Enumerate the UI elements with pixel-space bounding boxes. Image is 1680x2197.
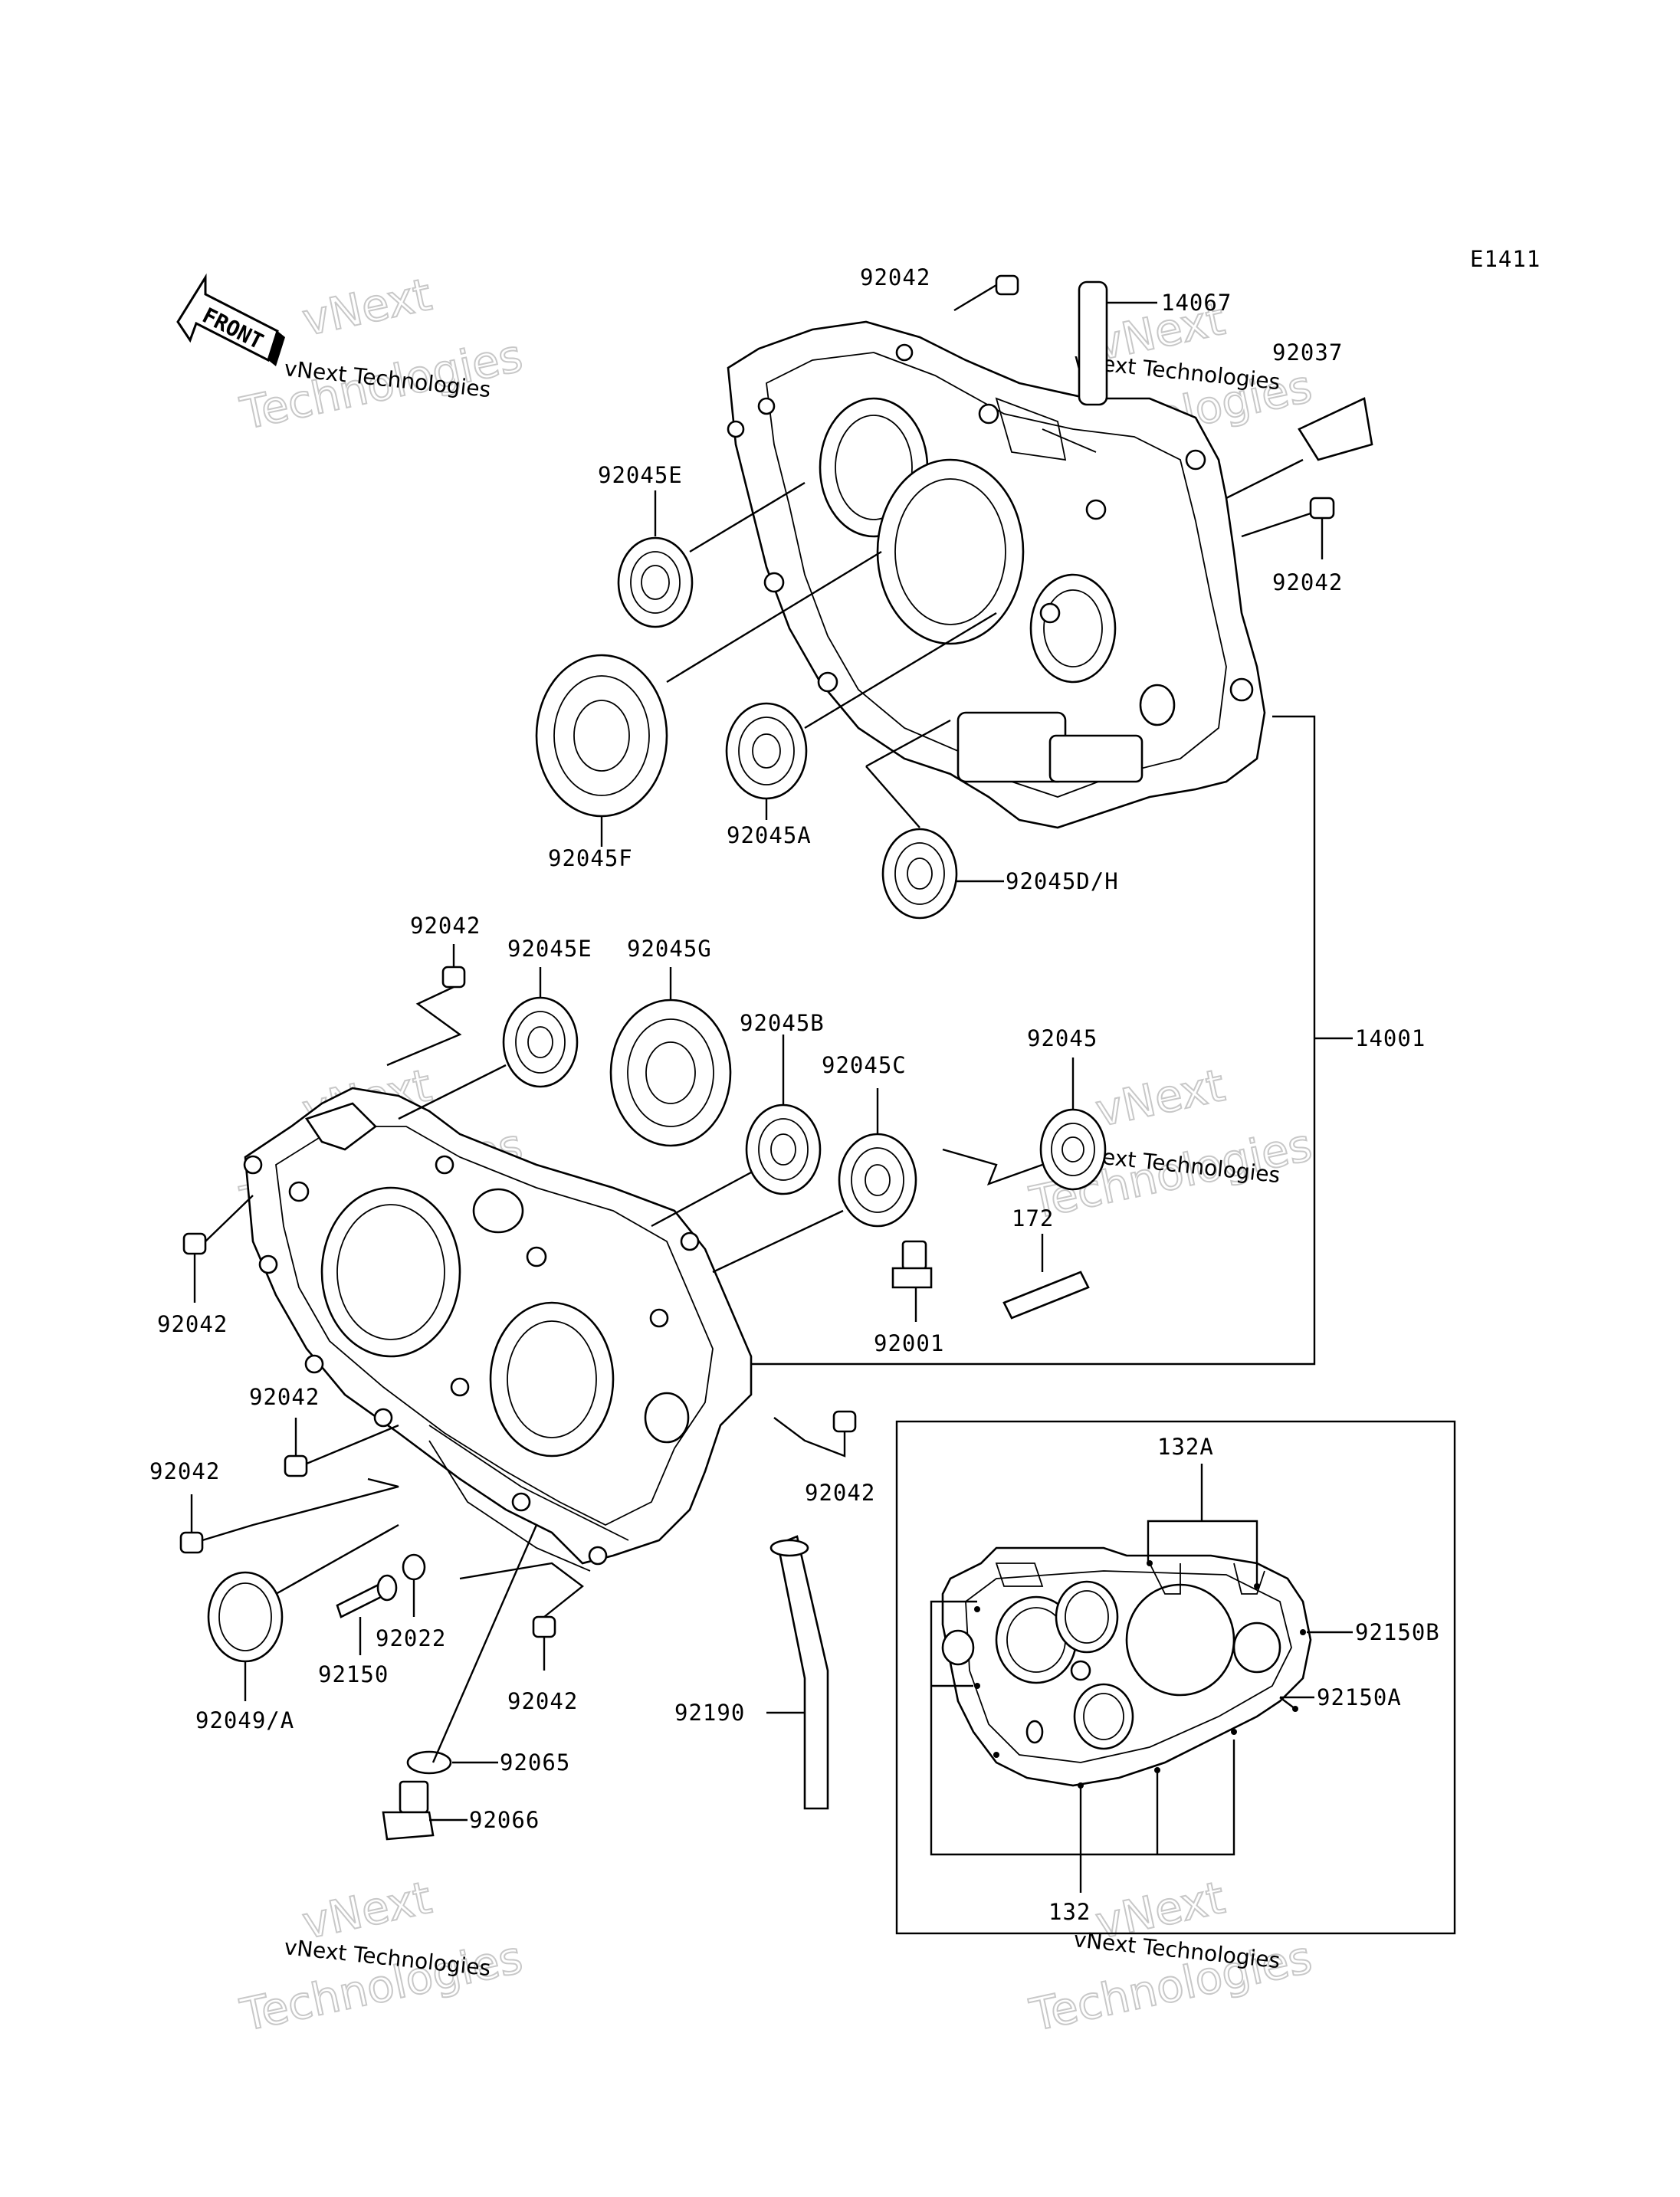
svg-text:vNext: vNext [1091, 1059, 1229, 1137]
bearing-92045B [745, 1103, 822, 1195]
oil-seal-92049A [207, 1571, 284, 1663]
label-92049A: 92049/A [195, 1707, 294, 1733]
leader-92037 [1226, 458, 1304, 500]
hose-92190 [769, 1535, 829, 1810]
label-92066: 92066 [469, 1807, 540, 1833]
left-crankcase-half [243, 1087, 753, 1572]
leader-92049A-b [275, 1523, 399, 1595]
bearing-92045G [609, 998, 732, 1147]
label-172: 172 [1012, 1205, 1054, 1231]
label-92190: 92190 [674, 1700, 745, 1726]
inset-box [895, 1420, 1456, 1935]
bearing-92045A [725, 702, 808, 800]
label-92042-l3: 92042 [149, 1458, 220, 1484]
dowel-92042-l2 [284, 1454, 308, 1477]
label-92150A: 92150A [1317, 1684, 1402, 1710]
leader-92045E-top-b [689, 481, 806, 553]
label-92045E-top: 92045E [598, 462, 683, 488]
label-92065: 92065 [500, 1749, 570, 1776]
label-92042-bot: 92042 [507, 1688, 578, 1714]
diagram-code: E1411 [1470, 246, 1541, 272]
leader-92042-r2 [773, 1417, 846, 1458]
leader-92150A-b [1279, 1697, 1296, 1710]
leader-92045F-b [666, 550, 882, 684]
leader-92065-b [431, 1524, 538, 1763]
label-92042-l2: 92042 [249, 1384, 320, 1410]
dowel-92042-left [182, 1232, 207, 1255]
label-14001: 14001 [1355, 1025, 1426, 1051]
label-92037: 92037 [1272, 339, 1343, 366]
label-92045C: 92045C [822, 1052, 907, 1078]
leader-92042-right-a [1241, 512, 1311, 538]
leader-92045-b [942, 1148, 1043, 1186]
leader-92042-l3-b [202, 1477, 399, 1542]
watermark-bottom-left: vNext Technologies vNext Technologies [235, 1871, 528, 2042]
leader-92042-top [953, 284, 997, 312]
dowel-92042-mid [441, 966, 466, 989]
label-92045E-mid: 92045E [507, 936, 592, 962]
label-92045G: 92045G [627, 936, 712, 962]
dowel-92042-l3 [179, 1531, 204, 1554]
label-92045B: 92045B [740, 1010, 825, 1036]
leader-92045E-mid-b [398, 1064, 507, 1120]
bearing-92045DH [881, 828, 958, 920]
bearing-92045E-mid [502, 996, 579, 1088]
leader-92042-mid-b [386, 985, 462, 1067]
stud-172 [1002, 1271, 1090, 1320]
label-92045: 92045 [1027, 1025, 1098, 1051]
dowel-92042-right [1309, 497, 1335, 520]
leader-92045DH-b [865, 766, 920, 828]
label-92001: 92001 [874, 1330, 944, 1356]
label-132: 132 [1048, 1899, 1091, 1925]
leader-92042-l2-b [306, 1424, 399, 1465]
label-14067: 14067 [1161, 290, 1232, 316]
label-92042-top: 92042 [860, 264, 930, 290]
bracket-line-14001 [751, 715, 1316, 1366]
label-92045DH: 92045D/H [1006, 868, 1119, 894]
plug-92001 [891, 1240, 933, 1289]
dowel-92042-bot [532, 1615, 556, 1638]
bearing-92045E-top [617, 536, 694, 628]
inset-crankcase [941, 1546, 1312, 1789]
leader-92042-bot-b [459, 1562, 584, 1618]
right-crankcase-half [727, 320, 1266, 829]
label-92042-r2: 92042 [805, 1480, 875, 1506]
leader-132-frame [930, 1600, 1235, 1856]
label-92022: 92022 [376, 1625, 446, 1651]
dowel-92042-top [995, 274, 1019, 296]
oil-jet-14067 [1078, 280, 1108, 406]
leader-92042-left-b [205, 1195, 254, 1242]
label-92042-right: 92042 [1272, 569, 1343, 595]
label-92045F: 92045F [548, 845, 633, 871]
dowel-92042-r2 [832, 1410, 857, 1433]
bearing-92045 [1039, 1108, 1107, 1191]
front-arrow-icon: FRONT [176, 273, 285, 366]
leader-92045DH-c [865, 719, 951, 768]
bearing-92045C [838, 1133, 917, 1228]
watermark-bottom-right: vNext Technologies vNext Technologies [1025, 1871, 1317, 2042]
label-92042-left: 92042 [157, 1311, 228, 1337]
leader-92045B-b [651, 1171, 752, 1228]
label-92042-mid: 92042 [410, 913, 481, 939]
label-92150: 92150 [318, 1661, 389, 1687]
drain-plug-92066 [382, 1780, 435, 1841]
bearing-92045F [535, 654, 668, 818]
washer-92065 [406, 1750, 452, 1775]
leader-92045A-b [804, 612, 997, 730]
label-132A: 132A [1157, 1434, 1214, 1460]
bracket-92037 [1298, 397, 1373, 461]
washer-92022 [402, 1553, 426, 1581]
bolt-92150 [336, 1574, 398, 1618]
svg-text:vNext: vNext [298, 268, 436, 346]
label-92150B: 92150B [1355, 1619, 1440, 1645]
label-92045A: 92045A [727, 822, 812, 848]
leader-92045C-b [712, 1209, 844, 1274]
